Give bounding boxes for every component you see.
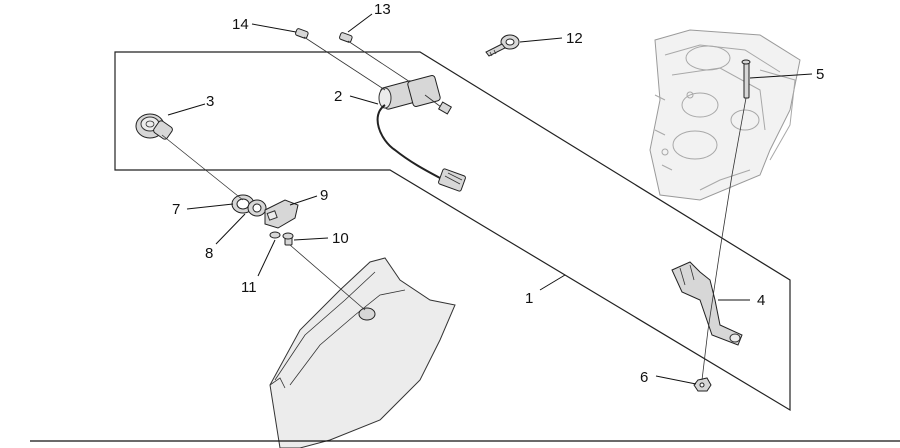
screw-washer-parts	[269, 231, 294, 246]
callout-2: 2	[334, 88, 342, 105]
callout-7: 7	[172, 201, 180, 218]
nut-part	[693, 377, 712, 392]
callout-10: 10	[332, 230, 349, 247]
lock-plate-part	[264, 199, 299, 229]
top-screws	[295, 28, 353, 43]
callout-3: 3	[206, 93, 214, 110]
callout-1: 1	[525, 290, 533, 307]
assembly-outline	[114, 51, 791, 412]
latch-hook-part	[671, 261, 743, 346]
leader-lines	[167, 13, 813, 385]
callout-8: 8	[205, 245, 213, 262]
callout-13: 13	[374, 1, 391, 18]
lock-cylinder-part	[135, 113, 173, 140]
bolt-part	[741, 59, 751, 99]
callout-4: 4	[757, 292, 765, 309]
callout-9: 9	[320, 187, 328, 204]
callout-11: 11	[241, 279, 257, 296]
scooter-frame-background	[649, 29, 801, 201]
rear-cover-panel	[269, 257, 456, 448]
callout-12: 12	[566, 30, 583, 47]
callout-6: 6	[640, 369, 648, 386]
key-part	[485, 34, 520, 57]
alignment-lines	[161, 36, 747, 381]
actuator-part	[376, 74, 466, 192]
callouts: 1 2 3 4 5 6 7 8 9 10 11 12 13 14	[172, 1, 824, 386]
callout-14: 14	[232, 16, 249, 33]
washer-parts	[231, 194, 267, 217]
callout-5: 5	[816, 66, 824, 83]
